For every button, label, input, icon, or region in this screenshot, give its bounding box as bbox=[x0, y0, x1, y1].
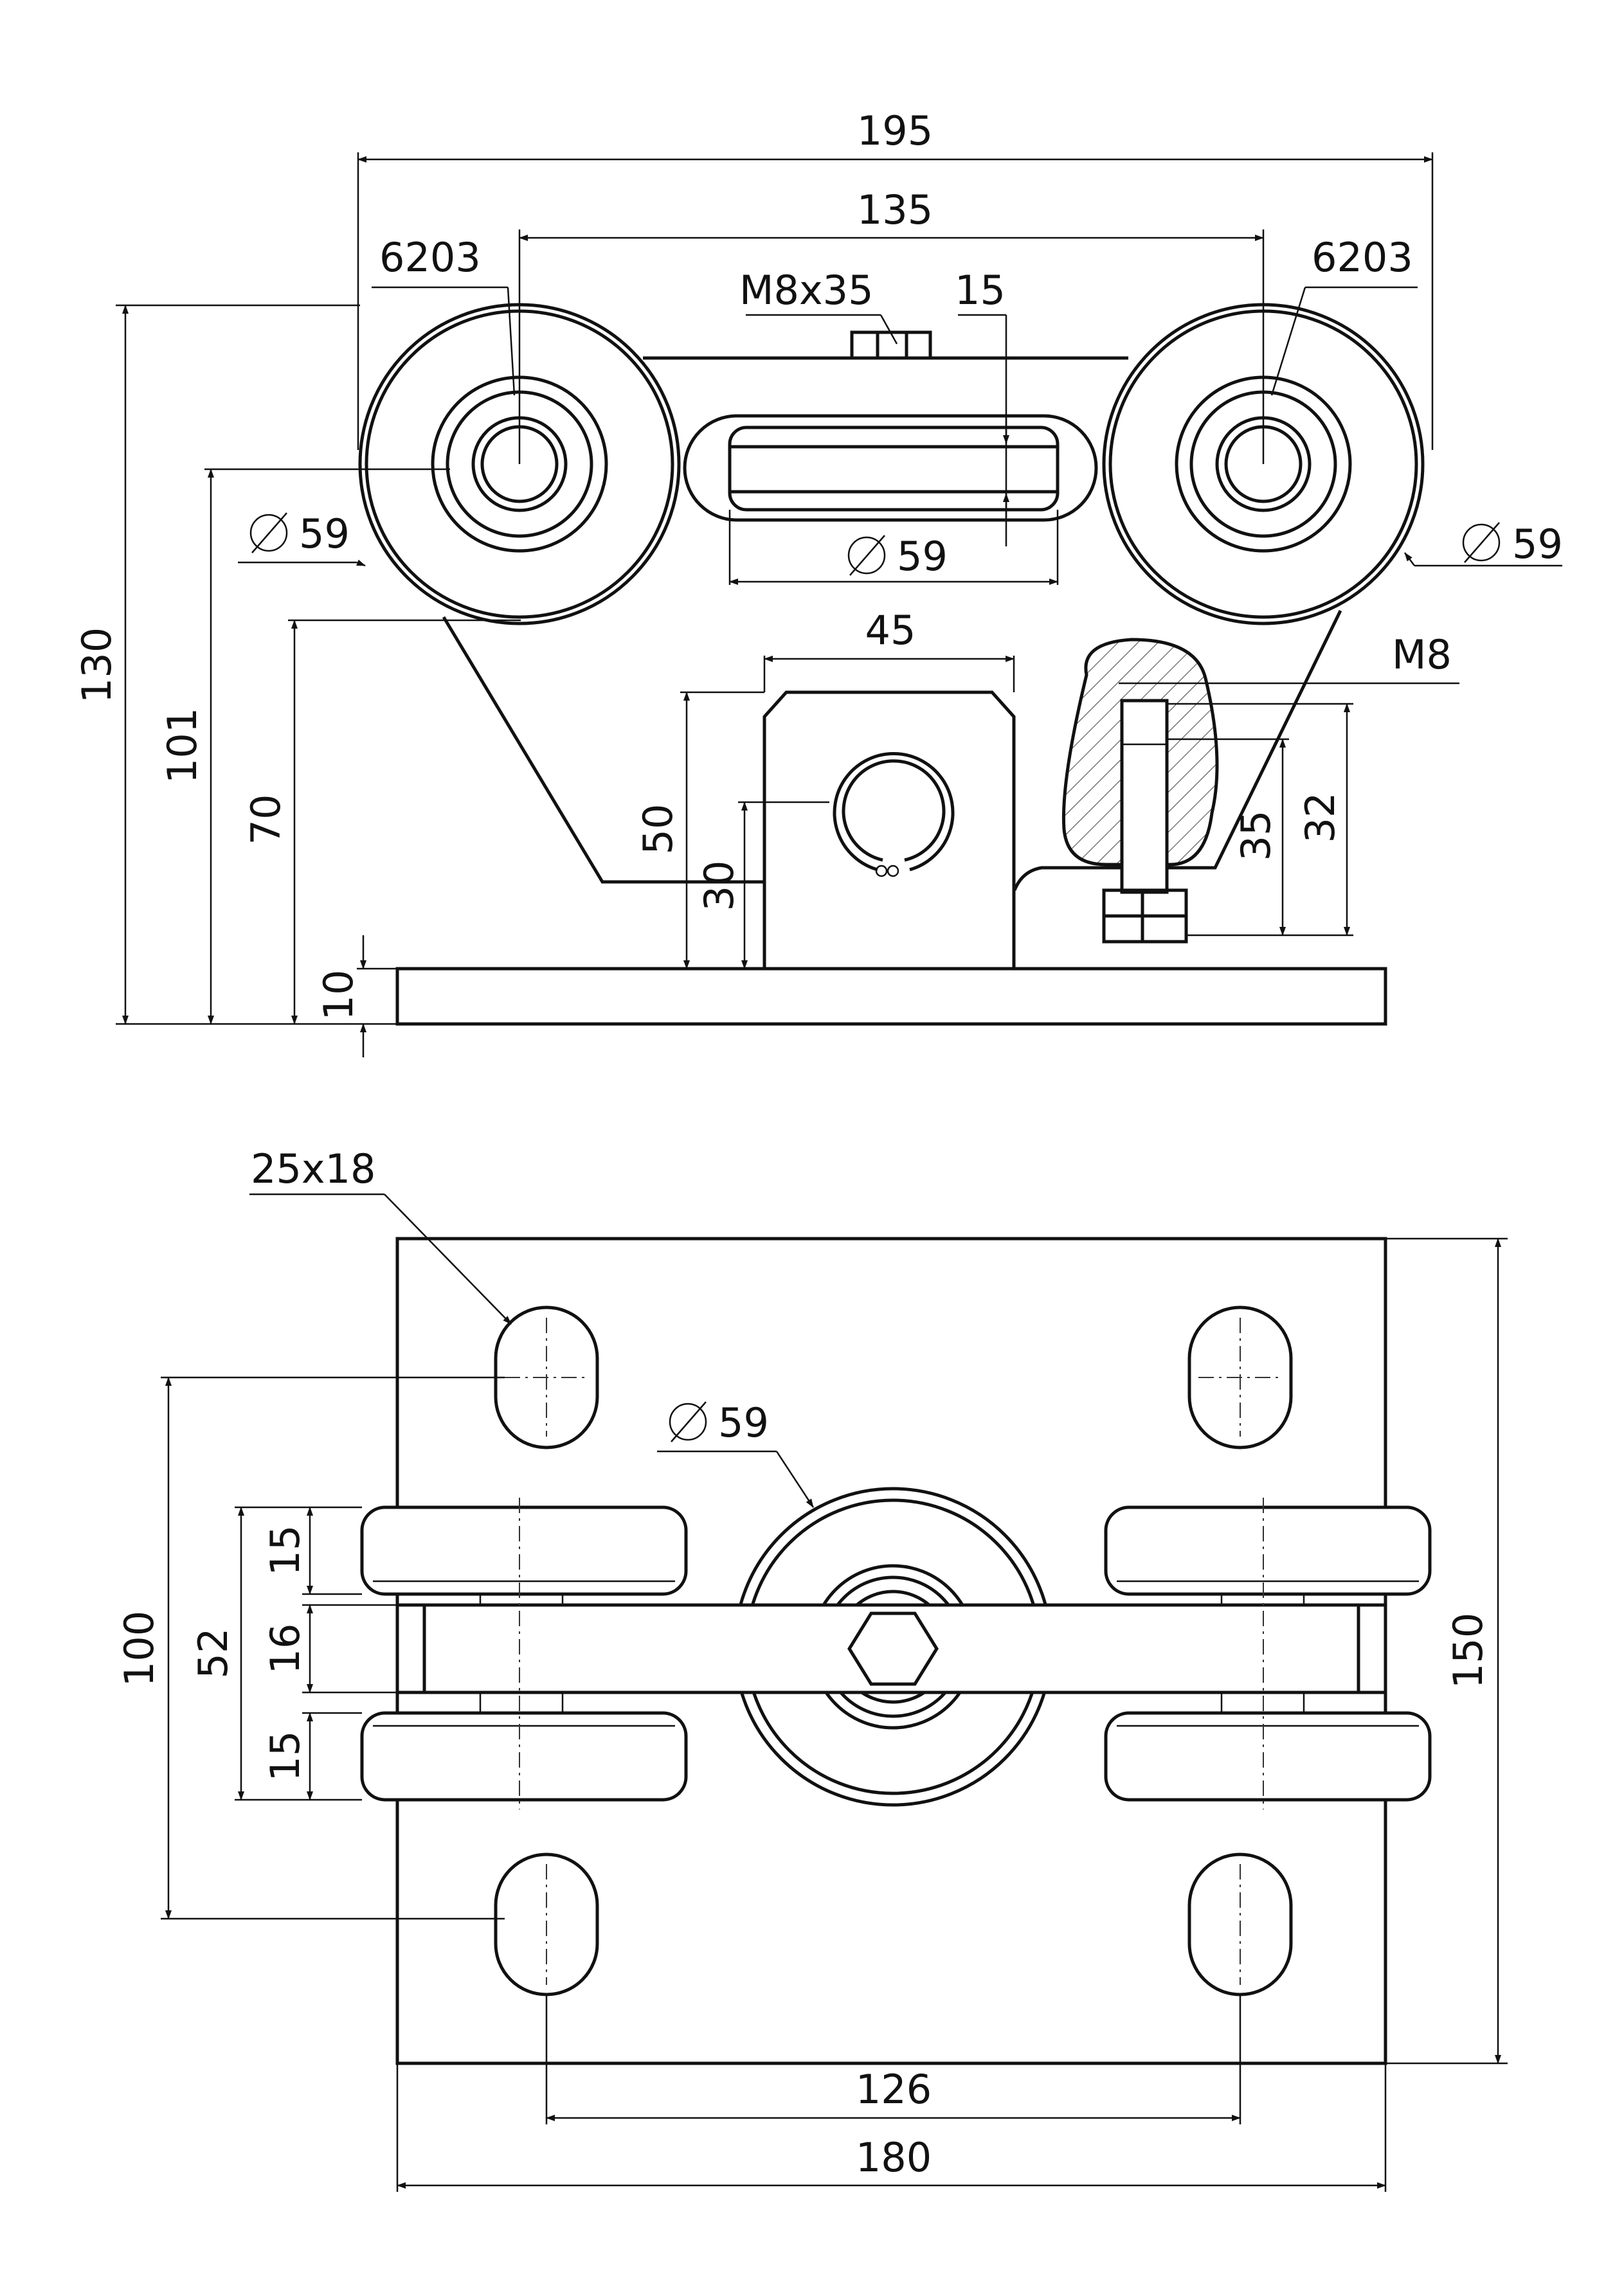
dim-135: 135 bbox=[857, 186, 933, 233]
dim-plate-depth: 150 bbox=[1445, 1613, 1492, 1689]
base-plate bbox=[395, 967, 1387, 1026]
dim-block-width: 45 bbox=[865, 607, 916, 654]
svg-text:59: 59 bbox=[1512, 521, 1563, 568]
top-bolt bbox=[850, 330, 932, 360]
label-bolt-top: M8x35 bbox=[739, 267, 874, 314]
dim-wheel-width-bottom: 15 bbox=[262, 1731, 309, 1782]
dim-plate-width: 180 bbox=[856, 2134, 932, 2181]
dim-slot-spacing-x: 126 bbox=[856, 2066, 932, 2113]
side-view: 195 135 6203 6203 M8x35 15 59 59 59 45 M… bbox=[73, 107, 1563, 1057]
top-diameter-label: 59 bbox=[669, 1399, 769, 1446]
axle-bar bbox=[395, 1603, 1387, 1694]
hex-nut bbox=[847, 1611, 939, 1686]
dim-block-height: 50 bbox=[635, 804, 681, 855]
top-view: 25x18 59 100 52 15 16 15 150 126 180 bbox=[116, 1145, 1508, 2192]
top-dimensions bbox=[161, 1193, 1508, 2192]
dim-rail-gap: 16 bbox=[262, 1624, 309, 1674]
diameter-center: 59 bbox=[847, 533, 948, 580]
diameter-right: 59 bbox=[1462, 521, 1563, 568]
dim-wheel-width-top: 15 bbox=[262, 1525, 309, 1576]
dim-axle-height: 101 bbox=[159, 708, 206, 784]
top-side-wheels bbox=[360, 1498, 1432, 1809]
dim-screw-a: 35 bbox=[1232, 811, 1279, 861]
screw-section bbox=[1061, 638, 1219, 944]
diameter-left: 59 bbox=[249, 510, 350, 557]
dim-195: 195 bbox=[857, 107, 933, 154]
dim-wheel-span: 52 bbox=[190, 1628, 237, 1679]
center-wheel bbox=[683, 414, 1098, 522]
label-bearing-left: 6203 bbox=[379, 234, 481, 281]
dim-slot-spacing-y: 100 bbox=[116, 1611, 163, 1687]
dim-center-wheel-width: 15 bbox=[955, 267, 1006, 314]
center-block bbox=[762, 690, 1016, 969]
label-screw: M8 bbox=[1392, 631, 1452, 678]
svg-text:59: 59 bbox=[299, 510, 350, 557]
dim-pin-height: 30 bbox=[696, 861, 743, 911]
dim-plate-thickness: 10 bbox=[315, 970, 362, 1021]
label-slot-size: 25x18 bbox=[251, 1145, 375, 1192]
svg-text:59: 59 bbox=[897, 533, 948, 580]
side-dimensions bbox=[116, 152, 1562, 1057]
dim-arm-height: 70 bbox=[242, 794, 289, 845]
dim-overall-height: 130 bbox=[73, 627, 120, 703]
dim-screw-b: 32 bbox=[1297, 793, 1344, 843]
label-bearing-right: 6203 bbox=[1312, 234, 1413, 281]
svg-text:59: 59 bbox=[718, 1399, 769, 1446]
